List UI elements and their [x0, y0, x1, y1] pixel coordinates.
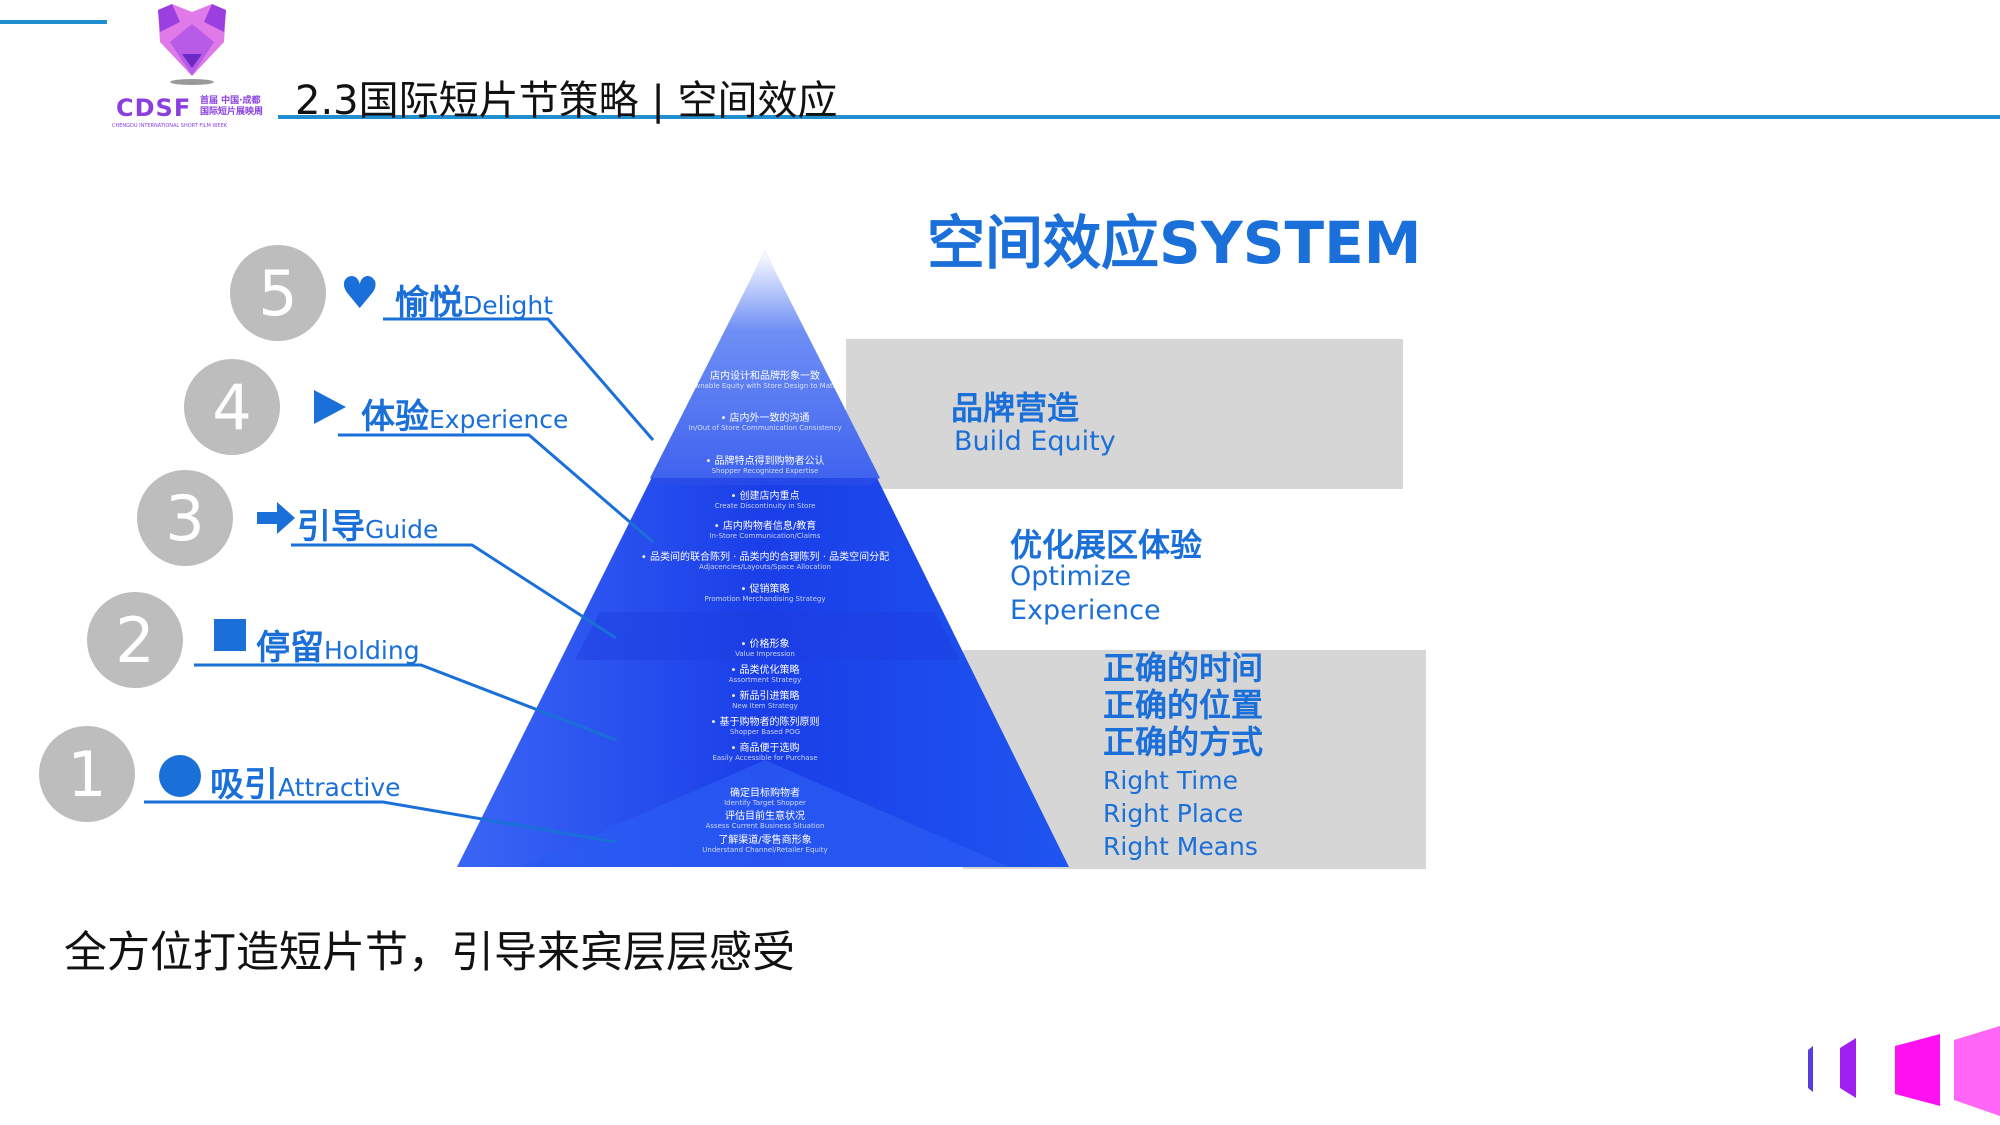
level-1-number: 1 — [39, 726, 135, 822]
right-means-cn: 正确的方式 — [1103, 723, 1264, 761]
optimize-en-2: Experience — [1010, 595, 1161, 626]
level-4-number: 4 — [184, 359, 280, 455]
level-2-label: 停留Holding — [256, 628, 420, 668]
logo-en-text: CHENGDU INTERNATIONAL SHORT FILM WEEK — [112, 123, 228, 129]
level-3-label: 引导Guide — [297, 507, 439, 547]
header-divider — [278, 115, 2000, 119]
optimize-cn: 优化展区体验 — [1010, 526, 1203, 564]
level-5-label: 愉悦Delight — [395, 283, 554, 323]
build-equity-cn: 品牌营造 — [951, 389, 1080, 427]
square-icon — [214, 619, 246, 651]
optimize-en-1: Optimize — [1010, 561, 1132, 592]
right-time-cn: 正确的时间 — [1103, 649, 1264, 687]
right-place-cn: 正确的位置 — [1103, 686, 1264, 724]
level-5-number: 5 — [230, 245, 326, 341]
right-time-en: Right Time — [1103, 766, 1238, 795]
circle-icon — [159, 755, 201, 797]
build-equity-panel — [846, 339, 1403, 489]
logo-text: CDSF — [116, 94, 192, 122]
heart-icon: ♥ — [340, 268, 380, 319]
level-4-label: 体验Experience — [361, 397, 569, 437]
caption-text: 全方位打造短片节，引导来宾层层感受 — [64, 928, 795, 978]
arrow-right-icon — [257, 502, 295, 534]
page-title: 2.3国际短片节策略 | 空间效应 — [295, 78, 838, 124]
right-place-en: Right Place — [1103, 799, 1244, 828]
header-accent-line — [0, 20, 107, 24]
decorative-shapes-icon — [1808, 1026, 2000, 1116]
triangle-play-icon — [314, 390, 346, 424]
panda-logo-icon — [158, 4, 226, 85]
level-3-number: 3 — [137, 470, 233, 566]
logo-cn-text: 首届 中国·成都 国际短片展映周 — [200, 96, 264, 117]
right-means-en: Right Means — [1103, 832, 1258, 861]
diagram-title: 空间效应SYSTEM — [927, 209, 1422, 277]
build-equity-en: Build Equity — [954, 426, 1116, 457]
level-2-number: 2 — [87, 592, 183, 688]
level-1-label: 吸引Attractive — [210, 765, 401, 805]
